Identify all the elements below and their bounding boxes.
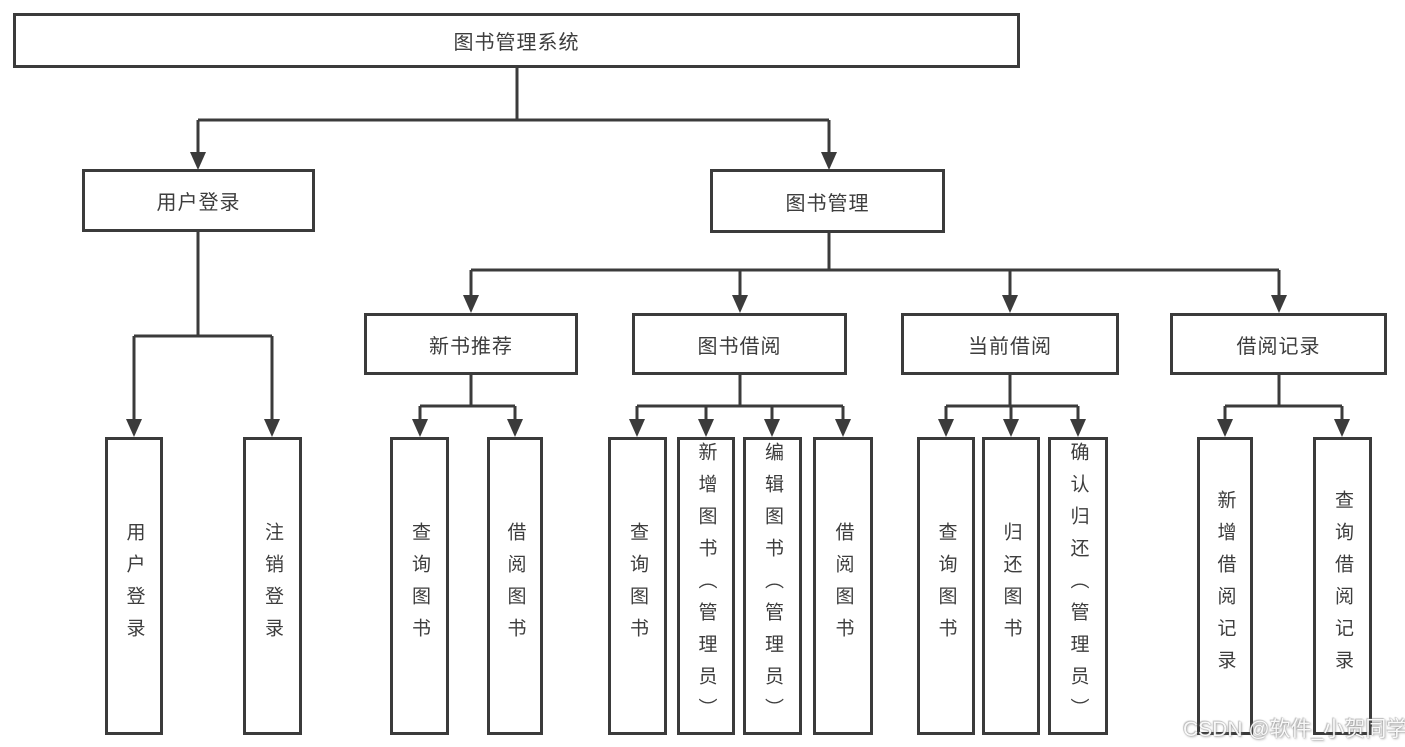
leaf-logout: 注销登录 (243, 437, 302, 735)
leaf-label: 编辑图书（管理员） (762, 442, 783, 730)
connector-user-login-to-leaves (126, 232, 280, 437)
connector-lines (1223, 375, 1344, 420)
leaf-label: 新增借阅记录 (1214, 490, 1236, 682)
arrowhead-icon (698, 419, 714, 437)
node-new-book-recommend: 新书推荐 (364, 313, 578, 375)
node-label: 当前借阅 (968, 335, 1052, 358)
connector-book-borrow-to-leaves (629, 375, 851, 437)
node-label: 图书管理系统 (453, 32, 580, 54)
leaf-user-login: 用户登录 (105, 437, 163, 735)
arrowhead-icon (629, 419, 645, 437)
leaf-borrow-books: 借阅图书 (813, 437, 873, 735)
leaf-label: 借阅图书 (504, 522, 526, 650)
node-root-system: 图书管理系统 (13, 13, 1020, 68)
node-book-management: 图书管理 (710, 169, 945, 233)
node-user-login: 用户登录 (82, 169, 315, 232)
node-borrow-records: 借阅记录 (1170, 313, 1387, 375)
leaf-label: 注销登录 (262, 522, 283, 650)
arrowhead-icon (1002, 295, 1018, 313)
leaf-query-borrow-record: 查询借阅记录 (1313, 437, 1372, 735)
leaf-return-books: 归还图书 (982, 437, 1040, 735)
leaf-label: 查询图书 (935, 522, 957, 650)
leaf-confirm-return-admin: 确认归还（管理员） (1048, 437, 1108, 735)
leaf-edit-books-admin: 编辑图书（管理员） (743, 437, 802, 735)
csdn-watermark: CSDN @软件_小贺同学 (1183, 718, 1405, 741)
leaf-query-books: 查询图书 (917, 437, 975, 735)
leaf-label: 归还图书 (1000, 522, 1022, 650)
node-current-borrow: 当前借阅 (901, 313, 1119, 375)
arrowhead-icon (938, 419, 954, 437)
arrowhead-icon (835, 419, 851, 437)
leaf-borrow-books: 借阅图书 (487, 437, 543, 735)
leaf-label: 确认归还（管理员） (1067, 442, 1089, 730)
connector-lines (418, 375, 517, 420)
leaf-label: 新增图书（管理员） (695, 442, 717, 730)
arrowhead-icon (1003, 419, 1019, 437)
arrowhead-icon (1217, 419, 1233, 437)
leaf-query-books: 查询图书 (390, 437, 449, 735)
arrowhead-icon (821, 152, 837, 170)
arrowhead-icon (507, 419, 523, 437)
leaf-label: 借阅图书 (832, 522, 854, 650)
connector-borrow-records-to-leaves (1217, 375, 1350, 437)
arrowhead-icon (1070, 419, 1086, 437)
leaf-label: 用户登录 (123, 522, 145, 650)
leaf-add-books-admin: 新增图书（管理员） (677, 437, 735, 735)
arrowhead-icon (264, 419, 280, 437)
node-label: 借阅记录 (1236, 335, 1321, 358)
node-label: 新书推荐 (429, 335, 513, 358)
arrowhead-icon (463, 295, 479, 313)
connector-lines (469, 233, 1281, 296)
arrowhead-icon (190, 152, 206, 170)
arrowhead-icon (126, 419, 142, 437)
connector-book-management-to-level3 (463, 233, 1287, 313)
leaf-label: 查询图书 (627, 522, 648, 650)
connector-lines (196, 68, 831, 153)
connector-new-book-recommend-to-leaves (412, 375, 523, 437)
connector-current-borrow-to-leaves (938, 375, 1086, 437)
node-label: 用户登录 (156, 192, 241, 214)
leaf-label: 查询图书 (409, 522, 430, 650)
connector-lines (635, 375, 845, 420)
arrowhead-icon (764, 419, 780, 437)
leaf-add-borrow-record: 新增借阅记录 (1197, 437, 1253, 735)
connector-lines (132, 232, 274, 420)
node-label: 图书管理 (785, 192, 870, 215)
leaf-label: 查询借阅记录 (1332, 490, 1353, 682)
connector-lines (944, 375, 1080, 420)
connector-root-to-level2 (190, 68, 837, 170)
leaf-query-books: 查询图书 (608, 437, 667, 735)
arrowhead-icon (1334, 419, 1350, 437)
node-label: 图书借阅 (697, 335, 782, 358)
arrowhead-icon (412, 419, 428, 437)
node-book-borrow: 图书借阅 (632, 313, 847, 375)
arrowhead-icon (732, 295, 748, 313)
arrowhead-icon (1271, 295, 1287, 313)
